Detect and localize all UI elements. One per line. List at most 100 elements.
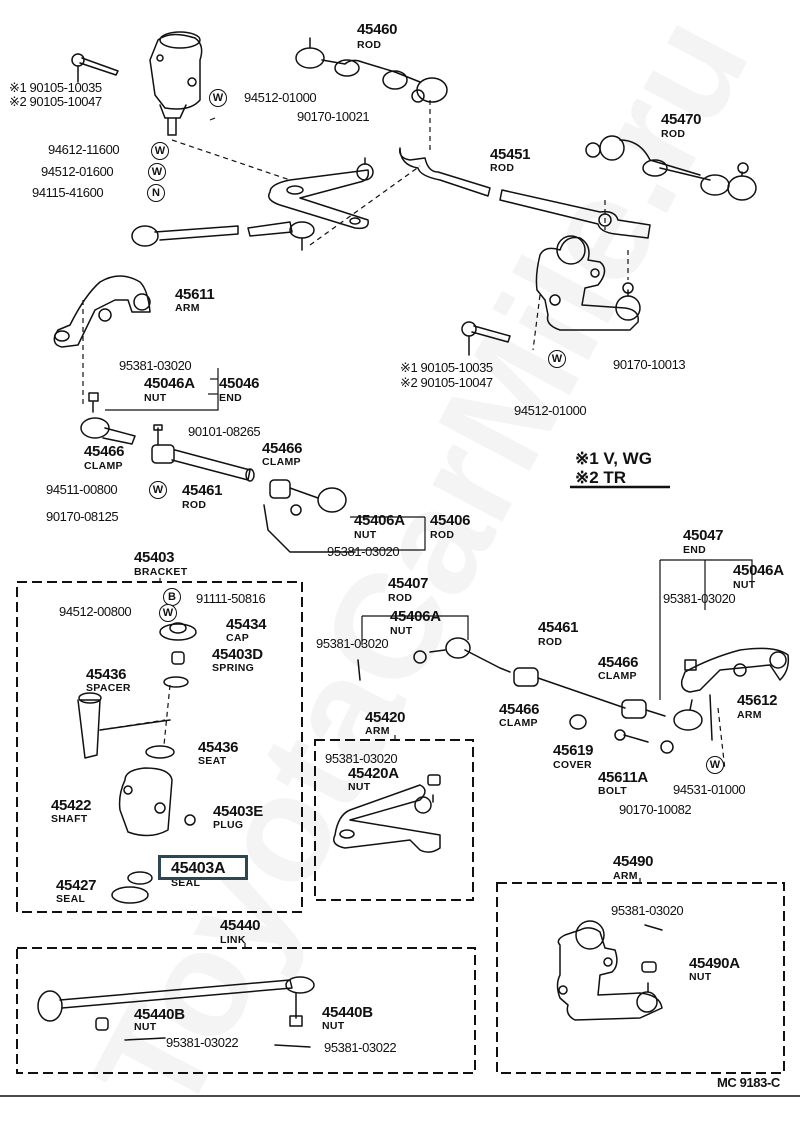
part-number-45046A[interactable]: 45046A bbox=[144, 375, 195, 392]
hardware-90105-10035-b[interactable]: ※1 90105-10035 bbox=[400, 360, 493, 375]
part-number-45440B-right[interactable]: 45440B bbox=[322, 1004, 373, 1021]
part-number-45460[interactable]: 45460 bbox=[357, 21, 398, 38]
hardware-90105-10035[interactable]: ※1 90105-10035 bbox=[9, 80, 102, 95]
parts-diagram-drawing bbox=[0, 31, 800, 1097]
tie-rod-end-drawing bbox=[131, 221, 315, 251]
hardware-95381-03020-d[interactable]: 95381-03020 bbox=[663, 591, 736, 606]
part-name-45461-b: ROD bbox=[538, 636, 563, 648]
part-number-45611[interactable]: 45611 bbox=[175, 286, 215, 303]
clamp-rod-top-drawing bbox=[151, 424, 255, 482]
part-number-45461-b[interactable]: 45461 bbox=[538, 619, 579, 636]
small-parts-drawing bbox=[569, 714, 674, 754]
hardware-90170-10021[interactable]: 90170-10021 bbox=[297, 109, 370, 124]
part-number-45420[interactable]: 45420 bbox=[365, 709, 406, 726]
washer-icon: W bbox=[706, 756, 724, 774]
rod-45470-drawing bbox=[585, 135, 757, 201]
part-name-45440B-left: NUT bbox=[134, 1021, 157, 1033]
part-number-45436-spacer[interactable]: 45436 bbox=[86, 666, 127, 683]
rod-45407-drawing bbox=[357, 637, 703, 731]
part-name-45406: ROD bbox=[430, 529, 455, 541]
part-name-45612: ARM bbox=[737, 709, 762, 721]
highlighted-part-box[interactable]: 45403A bbox=[158, 855, 248, 880]
part-number-45612[interactable]: 45612 bbox=[737, 692, 778, 709]
part-name-45406A-b: NUT bbox=[390, 625, 413, 637]
part-number-45403A[interactable]: 45403A bbox=[171, 860, 226, 877]
washer-icon: W bbox=[149, 481, 167, 499]
part-number-45461-top[interactable]: 45461 bbox=[182, 482, 223, 499]
arm-45490-drawing bbox=[556, 920, 663, 1021]
nut-icon: N bbox=[147, 184, 165, 202]
arm-45420-drawing bbox=[333, 774, 441, 853]
part-name-45403A: SEAL bbox=[171, 877, 201, 889]
part-name-45466-b2: CLAMP bbox=[499, 717, 538, 729]
part-name-45440: LINK bbox=[220, 934, 246, 946]
washer-icon: W bbox=[548, 350, 566, 368]
part-number-45490[interactable]: 45490 bbox=[613, 853, 654, 870]
legend-note-1: ※1 V, WG bbox=[575, 449, 652, 468]
hardware-90170-10082[interactable]: 90170-10082 bbox=[619, 802, 692, 817]
part-number-45407[interactable]: 45407 bbox=[388, 575, 429, 592]
part-number-45406[interactable]: 45406 bbox=[430, 512, 471, 529]
hardware-94512-01600[interactable]: 94512-01600 bbox=[41, 164, 114, 179]
hardware-94612-11600[interactable]: 94612-11600 bbox=[48, 142, 120, 157]
part-number-45466-b2[interactable]: 45466 bbox=[499, 701, 540, 718]
group-box-45440 bbox=[16, 947, 476, 1074]
part-name-45461-top: ROD bbox=[182, 499, 207, 511]
part-name-45406A: NUT bbox=[354, 529, 377, 541]
part-name-45451: ROD bbox=[490, 162, 515, 174]
hardware-95381-03020-f[interactable]: 95381-03020 bbox=[611, 903, 684, 918]
part-number-45436-seat[interactable]: 45436 bbox=[198, 739, 239, 756]
hardware-95381-03020-e[interactable]: 95381-03020 bbox=[325, 751, 398, 766]
part-number-45611A[interactable]: 45611A bbox=[598, 769, 648, 786]
part-number-45466-b1[interactable]: 45466 bbox=[598, 654, 639, 671]
hardware-95381-03022-right[interactable]: 95381-03022 bbox=[324, 1040, 397, 1055]
part-name-45466-mid: CLAMP bbox=[262, 456, 301, 468]
part-number-45406A-b[interactable]: 45406A bbox=[390, 608, 441, 625]
part-number-45466-mid[interactable]: 45466 bbox=[262, 440, 303, 457]
hardware-94511-00800[interactable]: 94511-00800 bbox=[46, 482, 118, 497]
part-number-45451[interactable]: 45451 bbox=[490, 146, 531, 163]
hardware-90170-08125[interactable]: 90170-08125 bbox=[46, 509, 119, 524]
part-number-45420A[interactable]: 45420A bbox=[348, 765, 399, 782]
hardware-95381-03020-a[interactable]: 95381-03020 bbox=[119, 358, 192, 373]
link-45440-drawing bbox=[37, 976, 315, 1048]
hardware-94531-01000[interactable]: 94531-01000 bbox=[673, 782, 746, 797]
part-number-45403E[interactable]: 45403E bbox=[213, 803, 263, 820]
part-number-45619[interactable]: 45619 bbox=[553, 742, 594, 759]
hardware-94512-00800[interactable]: 94512-00800 bbox=[59, 604, 132, 619]
part-name-45490A: NUT bbox=[689, 971, 712, 983]
bolt-drawing bbox=[71, 53, 119, 83]
part-number-45490A[interactable]: 45490A bbox=[689, 955, 740, 972]
part-number-45470[interactable]: 45470 bbox=[661, 111, 702, 128]
part-number-45440[interactable]: 45440 bbox=[220, 917, 261, 934]
part-number-45046[interactable]: 45046 bbox=[219, 375, 260, 392]
part-name-45470: ROD bbox=[661, 128, 686, 140]
part-name-45611A: BOLT bbox=[598, 785, 627, 797]
part-name-45436-spacer: SPACER bbox=[86, 682, 131, 694]
hardware-90105-10047-b[interactable]: ※2 90105-10047 bbox=[400, 375, 493, 390]
hardware-94512-01000-b[interactable]: 94512-01000 bbox=[514, 403, 587, 418]
part-name-45420: ARM bbox=[365, 725, 390, 737]
hardware-91111-50816[interactable]: 91111-50816 bbox=[196, 591, 266, 606]
part-number-45403[interactable]: 45403 bbox=[134, 549, 175, 566]
hardware-95381-03020-c[interactable]: 95381-03020 bbox=[316, 636, 389, 651]
part-number-45434[interactable]: 45434 bbox=[226, 616, 267, 633]
hardware-90105-10047[interactable]: ※2 90105-10047 bbox=[9, 94, 102, 109]
part-number-45466-left[interactable]: 45466 bbox=[84, 443, 125, 460]
part-name-45046: END bbox=[219, 392, 243, 404]
part-number-45406A[interactable]: 45406A bbox=[354, 512, 405, 529]
hardware-95381-03020-b[interactable]: 95381-03020 bbox=[327, 544, 400, 559]
relay-arm-drawing bbox=[268, 157, 374, 230]
hardware-95381-03022-left[interactable]: 95381-03022 bbox=[166, 1035, 239, 1050]
part-name-45403: BRACKET bbox=[134, 566, 188, 578]
hardware-90101-08265[interactable]: 90101-08265 bbox=[188, 424, 261, 439]
part-number-45046A-b[interactable]: 45046A bbox=[733, 562, 784, 579]
hardware-94115-41600[interactable]: 94115-41600 bbox=[32, 185, 104, 200]
part-number-45440B-left[interactable]: 45440B bbox=[134, 1006, 185, 1023]
part-number-45047[interactable]: 45047 bbox=[683, 527, 724, 544]
hardware-94512-01000-a[interactable]: 94512-01000 bbox=[244, 90, 317, 105]
part-number-45422[interactable]: 45422 bbox=[51, 797, 92, 814]
part-number-45403D[interactable]: 45403D bbox=[212, 646, 263, 663]
part-number-45427[interactable]: 45427 bbox=[56, 877, 97, 894]
hardware-90170-10013[interactable]: 90170-10013 bbox=[613, 357, 686, 372]
